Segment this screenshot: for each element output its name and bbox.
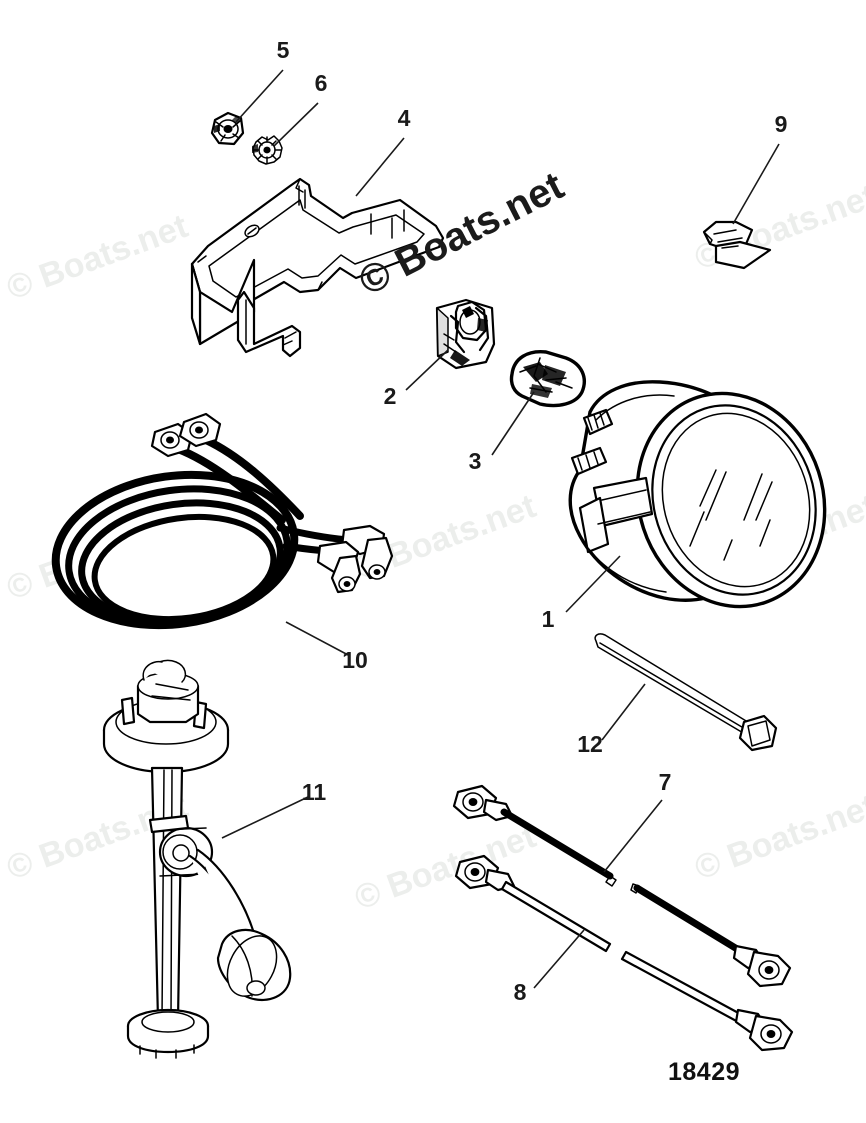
diagram-number: 18429	[668, 1058, 740, 1086]
part-white-battery-lead	[454, 854, 794, 1052]
callout-10[interactable]: 10	[285, 621, 368, 673]
callout-label-6[interactable]: 6	[315, 70, 328, 96]
part-hex-nut	[210, 111, 245, 146]
callout-label-4[interactable]: 4	[398, 105, 411, 131]
callout-2[interactable]: 2	[384, 349, 449, 409]
callout-12[interactable]: 12	[577, 683, 646, 757]
callout-1[interactable]: 1	[542, 555, 621, 632]
part-lens-bezel	[509, 350, 586, 408]
part-blade-terminal-connector	[702, 220, 772, 270]
leader-line-3	[491, 391, 535, 456]
callout-label-8[interactable]: 8	[514, 979, 527, 1005]
callout-11[interactable]: 11	[221, 779, 327, 839]
callout-label-12[interactable]: 12	[577, 731, 603, 757]
callout-label-3[interactable]: 3	[469, 448, 482, 474]
part-coiled-wire-harness	[51, 412, 394, 630]
callout-3[interactable]: 3	[469, 391, 535, 474]
part-toothed-lock-washer	[252, 135, 283, 165]
callout-9[interactable]: 9	[732, 111, 788, 225]
leader-line-9	[732, 143, 780, 225]
part-mounting-bracket	[190, 177, 445, 358]
leader-line-8	[533, 929, 585, 989]
callout-label-11[interactable]: 11	[302, 779, 327, 805]
part-cable-tie	[594, 633, 778, 752]
callout-label-5[interactable]: 5	[277, 37, 290, 63]
callout-label-2[interactable]: 2	[384, 383, 397, 409]
leader-line-11	[221, 795, 311, 839]
callout-6[interactable]: 6	[273, 70, 328, 147]
part-black-battery-lead	[452, 784, 792, 988]
callout-label-1[interactable]: 1	[542, 606, 555, 632]
part-instrument-gauge	[568, 380, 827, 609]
callout-7[interactable]: 7	[603, 769, 672, 873]
callout-4[interactable]: 4	[355, 105, 411, 197]
leader-line-7	[603, 799, 663, 873]
leader-line-12	[601, 683, 646, 741]
callout-label-7[interactable]: 7	[659, 769, 672, 795]
leader-line-6	[273, 102, 319, 147]
part-lamp-socket	[435, 298, 496, 370]
leader-line-1	[565, 555, 621, 613]
leader-line-2	[405, 349, 449, 391]
callout-5[interactable]: 5	[235, 37, 290, 123]
leader-line-4	[355, 137, 405, 197]
part-fuel-level-sender	[102, 659, 292, 1059]
callout-8[interactable]: 8	[514, 929, 585, 1005]
callout-label-10[interactable]: 10	[342, 647, 368, 673]
callout-label-9[interactable]: 9	[775, 111, 788, 137]
leader-line-10	[285, 621, 351, 657]
leader-line-5	[235, 69, 284, 123]
